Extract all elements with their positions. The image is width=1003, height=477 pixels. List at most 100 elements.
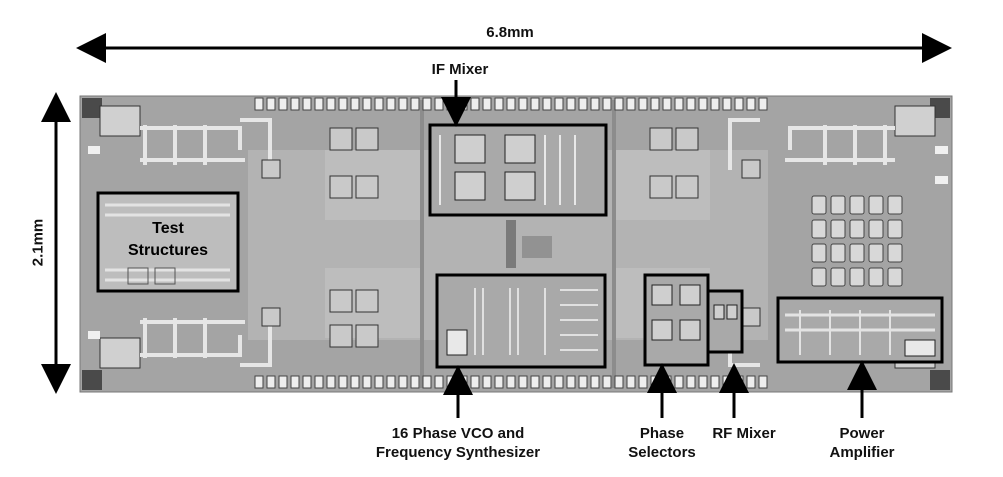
bond-pad — [290, 97, 300, 111]
bond-pad — [350, 375, 360, 389]
bond-pad — [374, 375, 384, 389]
bond-pad — [542, 97, 552, 111]
bond-pad — [578, 375, 588, 389]
bond-pad — [434, 97, 444, 111]
bond-pad — [482, 375, 492, 389]
bond-pad — [746, 375, 756, 389]
bond-pad — [530, 97, 540, 111]
bond-pad — [758, 97, 768, 111]
bond-pad — [590, 375, 600, 389]
capacitor-cell — [887, 219, 903, 239]
bond-pad — [482, 97, 492, 111]
bond-pad — [698, 375, 708, 389]
bond-pads-top — [254, 97, 768, 111]
bond-pad — [590, 97, 600, 111]
test-structures-block — [96, 191, 240, 293]
bond-pad — [386, 97, 396, 111]
capacitor-cell — [849, 219, 865, 239]
bond-pad — [674, 375, 684, 389]
capacitor-cell — [868, 243, 884, 263]
bond-pad — [626, 97, 636, 111]
height-dimension-label: 2.1mm — [29, 218, 47, 267]
capacitor-cell — [849, 195, 865, 215]
bond-pad — [302, 97, 312, 111]
bond-pad — [494, 375, 504, 389]
bond-pad — [290, 375, 300, 389]
bond-pad — [338, 97, 348, 111]
bond-pad — [638, 375, 648, 389]
capacitor-cell — [811, 267, 827, 287]
bond-pad — [698, 97, 708, 111]
bond-pad — [506, 375, 516, 389]
phase-selectors-block — [643, 273, 710, 367]
bond-pad — [266, 97, 276, 111]
bond-pads-bottom — [254, 375, 768, 389]
capacitor-cell — [868, 267, 884, 287]
bond-pad — [494, 97, 504, 111]
bond-pad — [662, 97, 672, 111]
bond-pad — [254, 97, 264, 111]
bond-pad — [446, 375, 456, 389]
capacitor-cell — [849, 267, 865, 287]
bond-pad — [722, 375, 732, 389]
capacitor-cell — [868, 219, 884, 239]
bond-pad — [422, 97, 432, 111]
bond-pad — [566, 375, 576, 389]
bond-pad — [338, 375, 348, 389]
bond-pad — [314, 97, 324, 111]
bond-pad — [734, 375, 744, 389]
left-transmission-structures — [88, 105, 272, 369]
bond-pad — [518, 97, 528, 111]
capacitor-cell — [811, 243, 827, 263]
bond-pad — [758, 375, 768, 389]
width-dimension-label: 6.8mm — [486, 24, 534, 41]
bond-pad — [398, 375, 408, 389]
bond-pad — [674, 97, 684, 111]
capacitor-cell — [887, 243, 903, 263]
bond-pad — [734, 97, 744, 111]
capacitor-cell — [811, 195, 827, 215]
capacitor-cell — [887, 267, 903, 287]
bond-pad — [254, 375, 264, 389]
bond-pad — [506, 97, 516, 111]
bond-pad — [410, 97, 420, 111]
bond-pad — [374, 97, 384, 111]
bond-pad — [602, 97, 612, 111]
bond-pad — [650, 97, 660, 111]
bond-pad — [710, 97, 720, 111]
bond-pad — [554, 375, 564, 389]
test-structures-label-line1: Test — [152, 220, 184, 237]
bond-pad — [530, 375, 540, 389]
bond-pad — [350, 97, 360, 111]
capacitor-array — [811, 195, 903, 287]
capacitor-cell — [830, 195, 846, 215]
power-amplifier-label-line1: Power — [839, 425, 885, 442]
capacitor-cell — [868, 195, 884, 215]
bond-pad — [434, 375, 444, 389]
bond-pad — [302, 375, 312, 389]
capacitor-cell — [887, 195, 903, 215]
bond-pad — [278, 97, 288, 111]
rf-mixer-label: RF Mixer — [712, 425, 776, 442]
if-mixer-block — [428, 123, 608, 217]
capacitor-cell — [849, 243, 865, 263]
circuit-blocks — [261, 127, 761, 348]
bond-pad — [686, 97, 696, 111]
vco-synthesizer-block — [435, 273, 607, 369]
bond-pad — [326, 97, 336, 111]
bond-pad — [470, 375, 480, 389]
bond-pad — [662, 375, 672, 389]
bond-pad — [602, 375, 612, 389]
bond-pad — [314, 375, 324, 389]
bond-pad — [518, 375, 528, 389]
vco-label-line2: Frequency Synthesizer — [375, 444, 541, 461]
bond-pad — [266, 375, 276, 389]
bond-pad — [446, 97, 456, 111]
phase-selectors-label-line2: Selectors — [628, 444, 696, 461]
capacitor-cell — [830, 219, 846, 239]
bond-pad — [746, 97, 756, 111]
bond-pad — [386, 375, 396, 389]
callout-arrows — [441, 80, 877, 418]
bond-pad — [614, 97, 624, 111]
